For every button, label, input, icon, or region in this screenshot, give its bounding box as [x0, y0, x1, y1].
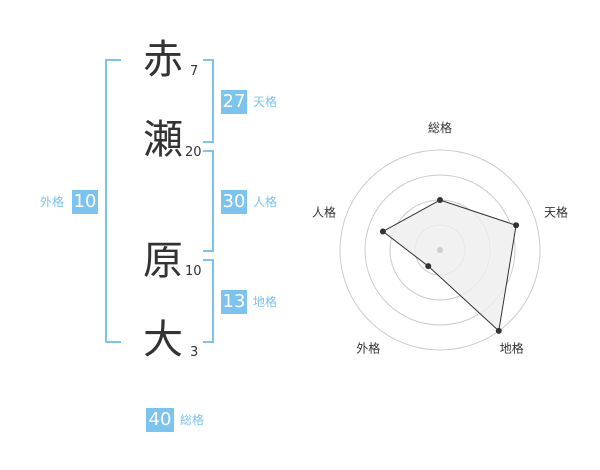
chikaku-value: 13: [221, 290, 247, 314]
jinkaku-label: 人格: [253, 195, 278, 209]
name-char-2: 瀬: [143, 117, 183, 163]
jinkaku-bracket: [203, 150, 214, 252]
soukaku-label: 総格: [180, 413, 205, 427]
jinkaku-value: 30: [221, 190, 247, 214]
radar-axis-label: 総格: [428, 120, 452, 135]
stroke-count-1: 7: [190, 64, 199, 79]
radar-grid-ring: [339, 149, 541, 351]
radar-point-2: [513, 222, 520, 229]
tenkaku-label: 天格: [253, 95, 278, 109]
radar-point-5: [379, 228, 386, 235]
stroke-count-2: 20: [185, 145, 202, 160]
gaikaku-value: 10: [72, 190, 98, 214]
radar-axis-label: 天格: [544, 204, 568, 219]
gaikaku-label: 外格: [40, 195, 65, 209]
chikaku-bracket: [203, 259, 214, 343]
radar-point-1: [437, 197, 443, 203]
soukaku-value: 40: [146, 408, 174, 432]
stroke-count-3: 10: [185, 264, 202, 279]
name-char-3: 原: [143, 238, 183, 284]
name-char-1: 赤: [143, 37, 183, 83]
radar-point-3: [495, 327, 502, 334]
radar-axis-label: 外格: [356, 341, 380, 356]
chikaku-label: 地格: [253, 295, 278, 309]
radar-axis-label: 人格: [312, 204, 336, 219]
stroke-count-4: 3: [190, 345, 199, 360]
tenkaku-value: 27: [221, 90, 247, 114]
name-char-4: 大: [143, 317, 183, 363]
radar-polygon: [382, 199, 517, 332]
radar-axis-label: 地格: [500, 341, 524, 356]
radar-point-4: [425, 263, 432, 270]
tenkaku-bracket: [203, 59, 214, 143]
gaikaku-bracket: [105, 59, 121, 343]
radar-grid-ring: [364, 174, 516, 326]
radar-center-dot: [437, 247, 443, 253]
